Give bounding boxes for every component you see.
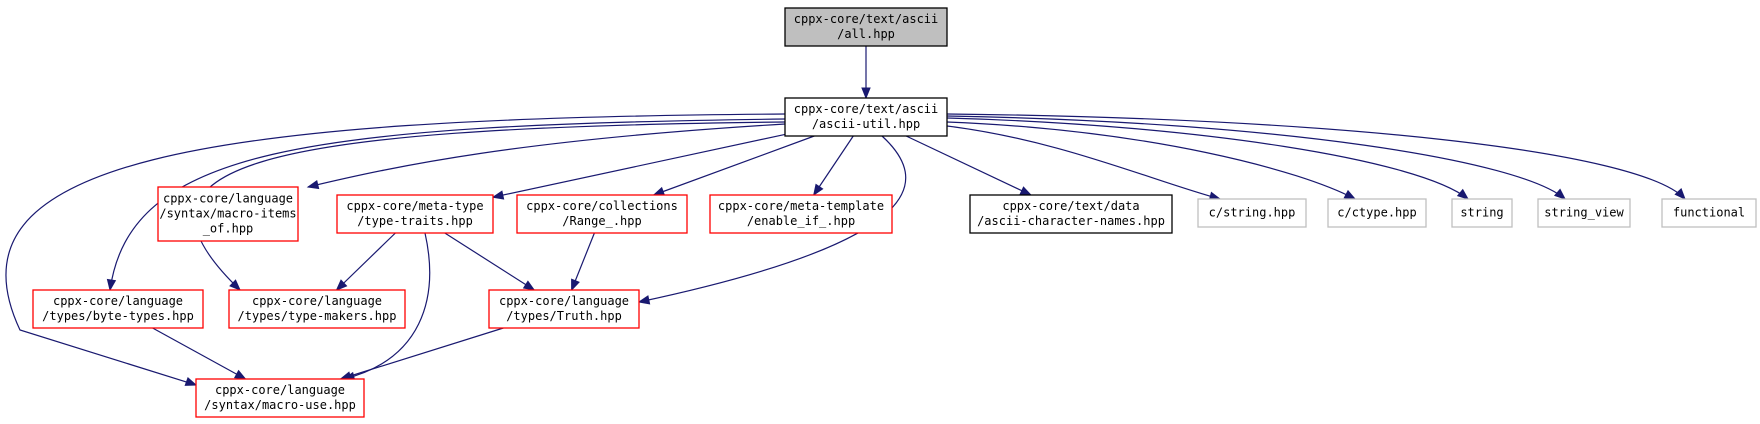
node-range[interactable]: cppx-core/collections/Range_.hpp [516, 194, 688, 234]
node-enable-if-label-line: /enable_if_.hpp [747, 214, 855, 228]
node-byte-types[interactable]: cppx-core/language/types/byte-types.hpp [32, 289, 204, 329]
edge-ascii-util-to-range-arrowhead [652, 186, 666, 196]
node-functional-label-line: functional [1673, 206, 1745, 220]
node-c-ctype-box [1327, 198, 1427, 228]
edge-all-hpp-to-ascii-util-arrowhead [861, 87, 871, 100]
edge-truth-to-macro-use [340, 327, 504, 380]
node-range-label-line: cppx-core/collections [526, 199, 678, 213]
node-string[interactable]: string [1451, 198, 1513, 228]
node-type-makers-label-line: cppx-core/language [252, 294, 382, 308]
node-type-makers-label-line: /types/type-makers.hpp [238, 309, 397, 323]
node-enable-if-label-line: cppx-core/meta-template [718, 199, 884, 213]
edge-ascii-util-to-byte-types [109, 118, 786, 291]
node-truth[interactable]: cppx-core/language/types/Truth.hpp [488, 289, 640, 329]
node-truth-label-line: cppx-core/language [499, 294, 629, 308]
edge-ascii-util-to-enable-if [813, 135, 854, 196]
edge-ascii-util-to-c-string [946, 125, 1221, 200]
node-byte-types-label-line: /types/byte-types.hpp [42, 309, 194, 323]
node-functional[interactable]: functional [1661, 198, 1757, 228]
edge-ascii-util-to-string [946, 117, 1469, 200]
edge-ascii-util-to-type-traits [492, 133, 786, 198]
edge-ascii-util-to-macro-use-arrowhead [184, 376, 198, 386]
node-macro-items-of-box [157, 186, 299, 242]
edge-ascii-util-to-c-ctype [946, 121, 1356, 200]
node-type-makers[interactable]: cppx-core/language/types/type-makers.hpp [228, 289, 406, 329]
node-macro-items-of-label-line: _of.hpp [203, 222, 254, 236]
node-all-hpp-box [784, 7, 948, 47]
node-truth-box [488, 289, 640, 329]
node-all-hpp-label-line: cppx-core/text/ascii [794, 12, 939, 26]
edge-ascii-util-to-macro-items-of-arrowhead [306, 179, 320, 190]
edge-ascii-util-to-truth-arrowhead [637, 295, 651, 305]
node-string-view-box [1537, 198, 1631, 228]
node-type-traits[interactable]: cppx-core/meta-type/type-traits.hpp [336, 194, 494, 234]
node-c-string[interactable]: c/string.hpp [1197, 198, 1307, 228]
node-macro-items-of-label-line: /syntax/macro-items [159, 207, 296, 221]
edge-ascii-util-to-type-traits-arrowhead [491, 190, 505, 200]
node-enable-if-box [709, 194, 893, 234]
edge-ascii-util-to-ascii-char-names [905, 135, 1032, 196]
node-string-view[interactable]: string_view [1537, 198, 1631, 228]
node-range-box [516, 194, 688, 234]
node-string-box [1451, 198, 1513, 228]
node-c-string-box [1197, 198, 1307, 228]
node-ascii-util[interactable]: cppx-core/text/ascii/ascii-util.hpp [784, 97, 948, 137]
node-enable-if[interactable]: cppx-core/meta-template/enable_if_.hpp [709, 194, 893, 234]
node-all-hpp-label-line: /all.hpp [837, 27, 895, 41]
node-range-label-line: /Range_.hpp [562, 214, 641, 228]
edge-ascii-util-to-ascii-char-names-arrowhead [1019, 186, 1033, 196]
node-macro-items-of-label-line: cppx-core/language [163, 192, 293, 206]
node-c-ctype[interactable]: c/ctype.hpp [1327, 198, 1427, 228]
node-macro-use-label-line: /syntax/macro-use.hpp [204, 398, 356, 412]
node-ascii-util-box [784, 97, 948, 137]
edge-type-traits-to-type-makers [336, 232, 396, 291]
edge-ascii-util-to-byte-types-arrowhead [106, 278, 117, 292]
edge-type-traits-to-truth-arrowhead [522, 280, 536, 291]
node-type-traits-label-line: /type-traits.hpp [357, 214, 473, 228]
node-ascii-char-names-box [969, 194, 1173, 234]
edge-ascii-util-to-macro-items-of [307, 123, 786, 188]
edge-ascii-util-to-macro-use [5, 113, 786, 386]
node-ascii-util-label-line: /ascii-util.hpp [812, 117, 920, 131]
edge-byte-types-to-macro-use-arrowhead [233, 369, 247, 380]
edge-type-traits-to-type-makers-arrowhead [335, 279, 348, 291]
edge-ascii-util-to-c-ctype-arrowhead [1343, 189, 1357, 200]
node-macro-items-of[interactable]: cppx-core/language/syntax/macro-items_of… [157, 186, 299, 242]
node-c-string-label-line: c/string.hpp [1209, 206, 1296, 220]
node-type-traits-box [336, 194, 494, 234]
node-string-view-label-line: string_view [1544, 206, 1624, 220]
edge-type-traits-to-truth [444, 232, 535, 291]
node-ascii-util-label-line: cppx-core/text/ascii [794, 102, 939, 116]
edge-ascii-util-to-enable-if-arrowhead [812, 183, 824, 197]
node-all-hpp[interactable]: cppx-core/text/ascii/all.hpp [784, 7, 948, 47]
node-ascii-char-names-label-line: cppx-core/text/data [1002, 199, 1139, 213]
node-macro-use-box [195, 378, 365, 418]
edge-ascii-util-to-functional [946, 113, 1686, 200]
edge-ascii-util-to-type-makers-arrowhead [229, 279, 241, 291]
edge-byte-types-to-macro-use [152, 327, 246, 380]
node-macro-use[interactable]: cppx-core/language/syntax/macro-use.hpp [195, 378, 365, 418]
node-macro-use-label-line: cppx-core/language [215, 383, 345, 397]
node-ascii-char-names[interactable]: cppx-core/text/data/ascii-character-name… [969, 194, 1173, 234]
edge-ascii-util-to-functional-arrowhead [1674, 188, 1686, 200]
node-ascii-char-names-label-line: /ascii-character-names.hpp [977, 214, 1165, 228]
nodes-layer: cppx-core/text/ascii/all.hppcppx-core/te… [32, 7, 1757, 418]
node-c-ctype-label-line: c/ctype.hpp [1337, 206, 1416, 220]
node-type-traits-label-line: cppx-core/meta-type [346, 199, 483, 213]
edges-layer [5, 46, 1686, 386]
node-byte-types-label-line: cppx-core/language [53, 294, 183, 308]
edge-ascii-util-to-string-view [946, 115, 1566, 200]
node-truth-label-line: /types/Truth.hpp [506, 309, 622, 323]
edge-ascii-util-to-string-view-arrowhead [1553, 188, 1567, 200]
edge-ascii-util-to-string-arrowhead [1456, 188, 1470, 200]
edge-range-to-truth-arrowhead [571, 278, 580, 292]
edge-ascii-util-to-range [653, 135, 815, 196]
node-type-makers-box [228, 289, 406, 329]
node-byte-types-box [32, 289, 204, 329]
node-string-label-line: string [1460, 206, 1503, 220]
node-functional-box [1661, 198, 1757, 228]
